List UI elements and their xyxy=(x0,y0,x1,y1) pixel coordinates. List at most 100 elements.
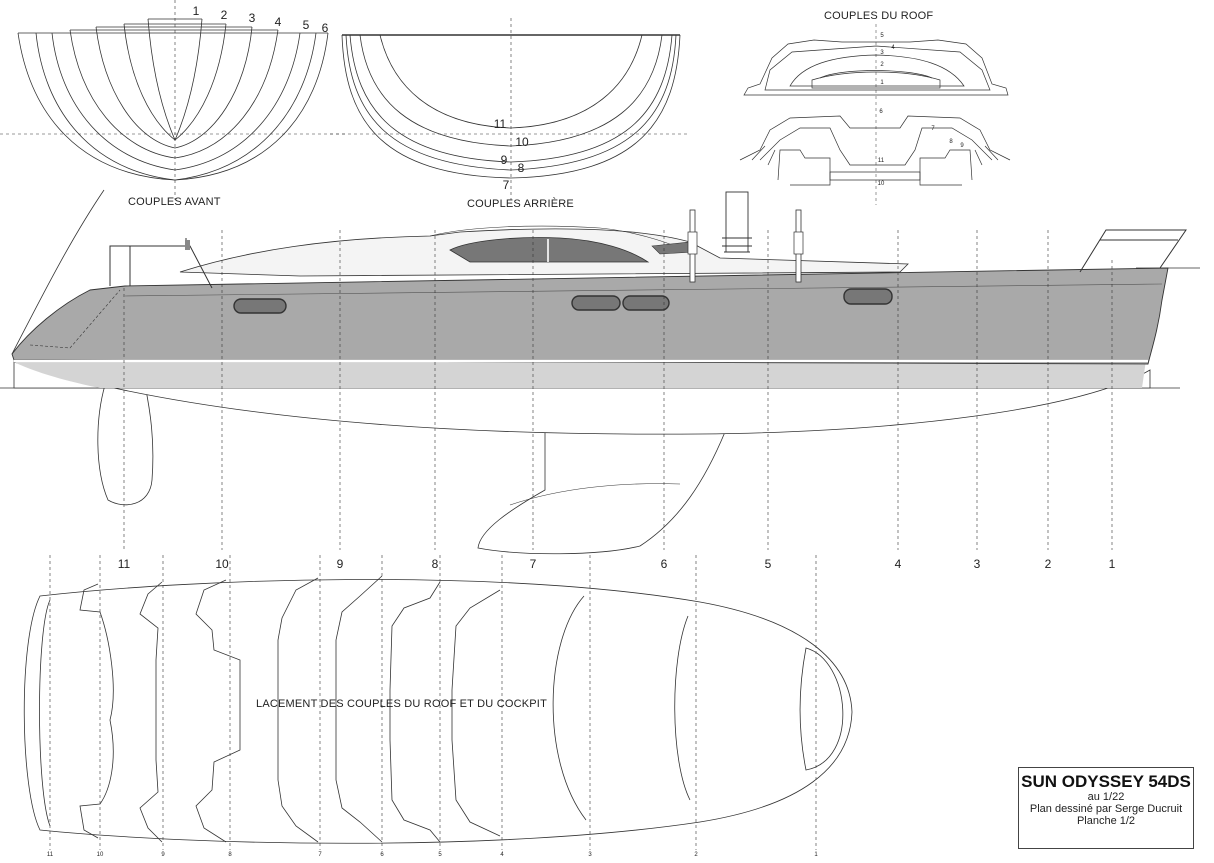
plan-frame-7 xyxy=(277,577,319,843)
roof-upper-frame-4 xyxy=(764,45,991,91)
roof-frame-label-7: 7 xyxy=(931,126,935,132)
porthole-4 xyxy=(843,288,893,305)
plan-sheet: Planche 1/2 xyxy=(1076,815,1136,827)
rear-frame-10 xyxy=(359,34,663,147)
rear-frame-label-7: 7 xyxy=(502,178,510,192)
deckhouse-top xyxy=(429,225,691,255)
plan-frame-11 xyxy=(39,599,51,827)
plan-frame-2 xyxy=(674,615,691,801)
station-label-5: 5 xyxy=(764,557,772,571)
station-label-9: 9 xyxy=(336,557,344,571)
porthole-2 xyxy=(571,295,621,311)
plan-frame-8 xyxy=(195,579,241,843)
plan-frame-5 xyxy=(389,581,441,843)
hull-plan-outline xyxy=(23,579,853,844)
roof-lower-frame-10 xyxy=(777,149,973,181)
front-frame-label-1: 1 xyxy=(192,4,200,18)
station-label-1: 1 xyxy=(1108,557,1116,571)
plan-frame-1 xyxy=(799,647,844,771)
title-block: SUN ODYSSEY 54DS au 1/22 Plan dessiné pa… xyxy=(1018,767,1194,849)
plan-scale: au 1/22 xyxy=(1087,791,1125,803)
plan-view-drawing xyxy=(23,555,853,850)
rear-frame-label-11: 11 xyxy=(493,117,507,131)
rear-frames-drawing xyxy=(330,18,690,200)
roof-lower-frame-6 xyxy=(739,115,1011,161)
rear-frame-8 xyxy=(345,34,677,171)
porthole-1 xyxy=(233,298,287,314)
station-label-6: 6 xyxy=(660,557,668,571)
front-frame-label-2: 2 xyxy=(220,8,228,22)
station-label-7: 7 xyxy=(529,557,537,571)
roof-lower-frame-7 xyxy=(759,127,993,166)
underbody xyxy=(13,361,1151,435)
front-frame-label-6: 6 xyxy=(321,21,329,35)
plan-frame-3 xyxy=(552,595,587,821)
roof-frame-label-3: 3 xyxy=(880,50,884,56)
roof-frame-label-4: 4 xyxy=(891,45,895,51)
pushpit-rail xyxy=(109,238,213,289)
plan-station-label-1: 1 xyxy=(814,852,818,858)
plan-station-label-8: 8 xyxy=(228,852,232,858)
roof-upper-frame-2 xyxy=(819,70,933,79)
plan-station-lines xyxy=(49,555,817,850)
roof-frame-label-1: 1 xyxy=(880,80,884,86)
deckhouse-window xyxy=(449,237,650,263)
roof-frame-label-11: 11 xyxy=(877,158,885,164)
profile-station-lines xyxy=(123,230,1113,550)
rear-frame-7 xyxy=(341,34,681,179)
front-frame-3 xyxy=(95,26,253,149)
placement-label: LACEMENT DES COUPLES DU ROOF ET DU COCKP… xyxy=(256,698,547,710)
boot-stripe xyxy=(14,360,1146,388)
profile-drawing xyxy=(0,189,1200,555)
winch-right xyxy=(793,231,804,255)
rear-frame-label-9: 9 xyxy=(500,153,508,167)
roof-frame-label-2: 2 xyxy=(880,62,884,68)
roof-frame-label-5: 5 xyxy=(880,33,884,39)
plan-station-label-9: 9 xyxy=(161,852,165,858)
roof-upper-outline xyxy=(743,39,1009,96)
front-frame-label-5: 5 xyxy=(302,18,310,32)
station-label-10: 10 xyxy=(215,557,229,571)
plan-station-label-11: 11 xyxy=(46,852,54,858)
plan-station-label-5: 5 xyxy=(438,852,442,858)
front-frame-1 xyxy=(147,18,203,142)
rear-frame-9 xyxy=(349,34,673,163)
station-label-3: 3 xyxy=(973,557,981,571)
station-label-4: 4 xyxy=(894,557,902,571)
mast-base xyxy=(722,237,752,253)
roof-frame-label-6: 6 xyxy=(879,109,883,115)
front-frame-label-3: 3 xyxy=(248,11,256,25)
rudder xyxy=(97,384,154,506)
roof-frame-label-9: 9 xyxy=(960,143,964,149)
roof-frames-drawing xyxy=(739,24,1011,205)
roof-upper-frame-3 xyxy=(789,54,965,87)
front-frames-drawing xyxy=(0,0,345,200)
couples-arriere-label: COUPLES ARRIÈRE xyxy=(467,198,574,210)
roof-upper-frame-1 xyxy=(811,71,941,89)
sheer-line xyxy=(124,283,1163,297)
front-frame-5 xyxy=(51,32,301,171)
stern-light xyxy=(185,240,190,250)
plan-frame-6 xyxy=(335,575,383,843)
mast xyxy=(725,191,749,253)
plan-station-label-7: 7 xyxy=(318,852,322,858)
front-frame-label-4: 4 xyxy=(274,15,282,29)
plan-station-label-10: 10 xyxy=(96,852,104,858)
forestay xyxy=(11,189,105,355)
front-frame-6-outer xyxy=(17,32,329,181)
couples-roof-label: COUPLES DU ROOF xyxy=(824,10,934,22)
roof-lower-details xyxy=(751,145,999,166)
plan-frame-10 xyxy=(79,583,114,839)
plan-frame-4 xyxy=(451,589,501,837)
hull xyxy=(11,267,1169,365)
plan-author: Plan dessiné par Serge Ducruit xyxy=(1029,803,1183,815)
porthole-3 xyxy=(622,295,670,311)
front-frame-4 xyxy=(69,29,279,159)
plan-station-label-2: 2 xyxy=(694,852,698,858)
bow-dashed-line xyxy=(29,289,121,349)
roof-frame-label-10: 10 xyxy=(877,181,885,187)
station-label-11: 11 xyxy=(117,557,131,571)
bow-pulpit xyxy=(1079,229,1187,273)
station-label-2: 2 xyxy=(1044,557,1052,571)
